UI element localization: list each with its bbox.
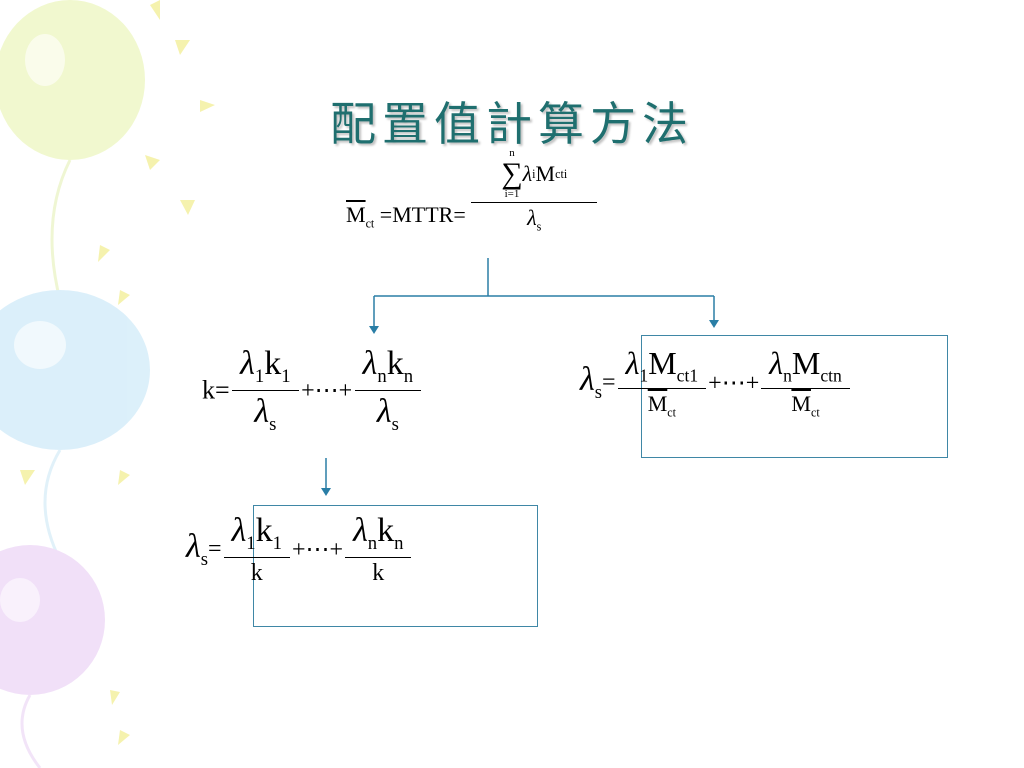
sum-lower: i=1 [504,188,520,200]
k-term-n: λnkn λs [354,345,422,436]
mct-term-1: λ1Mct1 Mct [617,345,707,421]
mct-symbol: M [346,202,366,228]
slide-title: 配置值計算方法 [330,97,694,151]
lambda-s-k-equation: λs= λ1k1 k +⋯+ λnkn k [186,512,412,587]
lambda-s-mct-box [641,335,948,458]
mttr-label: =MTTR= [379,202,466,228]
lambda-s-k-box [253,505,538,627]
k-over-k-term-1: λ1k1 k [223,512,290,587]
k-over-k-term-n: λnkn k [345,512,412,587]
mttr-denominator: λs [471,202,598,234]
k-lhs: k= [202,375,230,405]
k-term-1: λ1k1 λs [232,345,299,436]
sum-symbol: ∑ [501,157,523,190]
sum-upper: n [509,147,515,159]
k-ellipsis: +⋯+ [301,377,353,404]
k-equation: k= λ1k1 λs +⋯+ λnkn λs [202,345,422,436]
lambda-s-mct-equation: λs= λ1Mct1 Mct +⋯+ λnMctn Mct [580,345,850,421]
mct-term-n: λnMctn Mct [761,345,850,421]
